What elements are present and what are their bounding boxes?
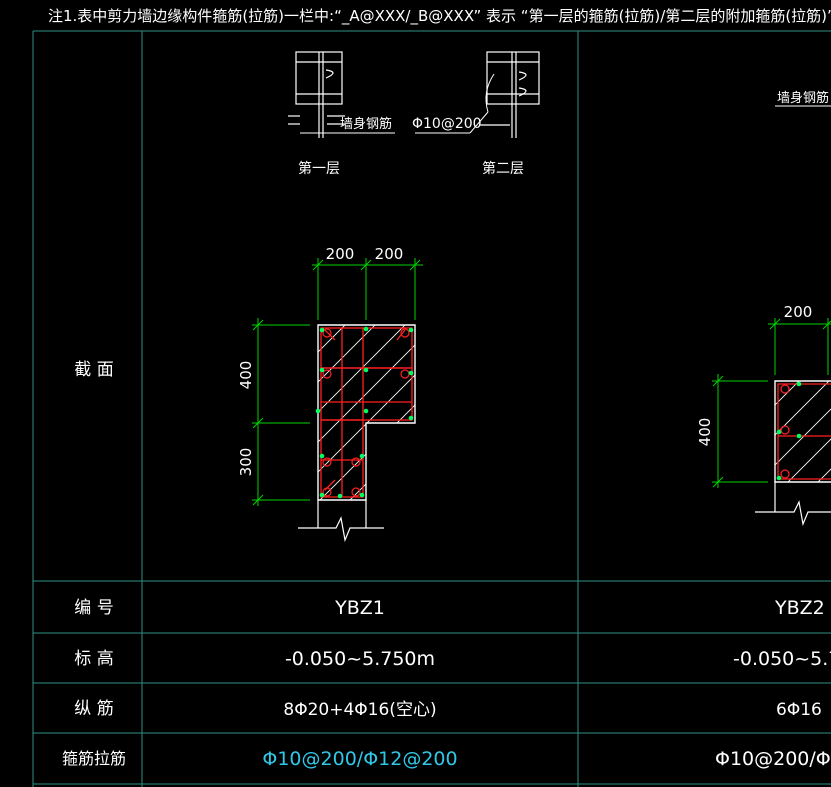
dim-top-2: 200 bbox=[375, 245, 404, 263]
section-ybz1-wall-break bbox=[298, 500, 384, 543]
stirrup-cell: Φ10@200/Φ10@200 bbox=[715, 748, 831, 770]
number-cell: YBZ1 bbox=[334, 597, 385, 619]
section-ybz1: 200 200 400 300 bbox=[237, 245, 423, 543]
row-label-elevation: 标 高 bbox=[74, 649, 113, 669]
section-ybz2-wall-break bbox=[755, 482, 831, 527]
legend-col2-fragment: 墙身钢筋 bbox=[775, 90, 831, 107]
legend-layer1-detail bbox=[288, 51, 395, 138]
section-ybz2-rebars bbox=[776, 381, 802, 481]
section-ybz2-stirrups bbox=[777, 383, 831, 480]
table-note: 注1.表中剪力墙边缘构件箍筋(拉筋)一栏中:“_A@XXX/_B@XXX” 表示… bbox=[48, 7, 831, 26]
stirrup-spec-label: Φ10@200 bbox=[412, 116, 482, 132]
dim-side-1: 400 bbox=[237, 361, 255, 390]
legend-layer2-detail bbox=[415, 51, 540, 138]
wall-rebar-label: 墙身钢筋 bbox=[340, 116, 392, 132]
table-grid bbox=[32, 30, 831, 787]
stirrup-cell: Φ10@200/Φ12@200 bbox=[262, 748, 457, 770]
dim-top-1: 200 bbox=[326, 245, 355, 263]
section-ybz2: 200 400 bbox=[696, 303, 831, 527]
layer2-label: 第二层 bbox=[482, 160, 524, 177]
longitudinal-cell: 8Φ20+4Φ16(空心) bbox=[283, 700, 436, 720]
section-ybz1-hooks bbox=[322, 328, 410, 497]
section-ybz1-dimensions bbox=[252, 258, 423, 506]
row-labels: 截 面 编 号 标 高 纵 筋 箍筋拉筋 bbox=[62, 360, 126, 768]
number-cell: YBZ2 bbox=[774, 597, 825, 619]
elevation-cell: -0.050~5.750m bbox=[733, 648, 831, 670]
dim-side-1: 400 bbox=[696, 418, 714, 447]
row-label-longitudinal: 纵 筋 bbox=[74, 699, 113, 719]
column-ybz1-cells: YBZ1 -0.050~5.750m 8Φ20+4Φ16(空心) Φ10@200… bbox=[262, 597, 457, 770]
dim-side-2: 300 bbox=[237, 448, 255, 477]
row-label-stirrup: 箍筋拉筋 bbox=[62, 749, 126, 768]
row-label-section: 截 面 bbox=[74, 360, 113, 380]
longitudinal-cell: 6Φ16 bbox=[776, 700, 822, 720]
section-ybz2-outline bbox=[774, 380, 831, 483]
column-ybz2-cells: YBZ2 -0.050~5.750m 6Φ16 Φ10@200/Φ10@200 bbox=[715, 597, 831, 770]
elevation-cell: -0.050~5.750m bbox=[285, 648, 435, 670]
section-ybz1-rebars bbox=[315, 326, 414, 499]
section-ybz2-dimensions bbox=[712, 318, 831, 488]
section-ybz1-hatch bbox=[318, 325, 415, 500]
row-label-number: 编 号 bbox=[74, 598, 113, 618]
wall-rebar-label-col2: 墙身钢筋 bbox=[777, 90, 829, 106]
layer1-label: 第一层 bbox=[298, 160, 340, 177]
dim-top-1: 200 bbox=[784, 303, 813, 321]
section-ybz2-hatch bbox=[775, 381, 831, 482]
